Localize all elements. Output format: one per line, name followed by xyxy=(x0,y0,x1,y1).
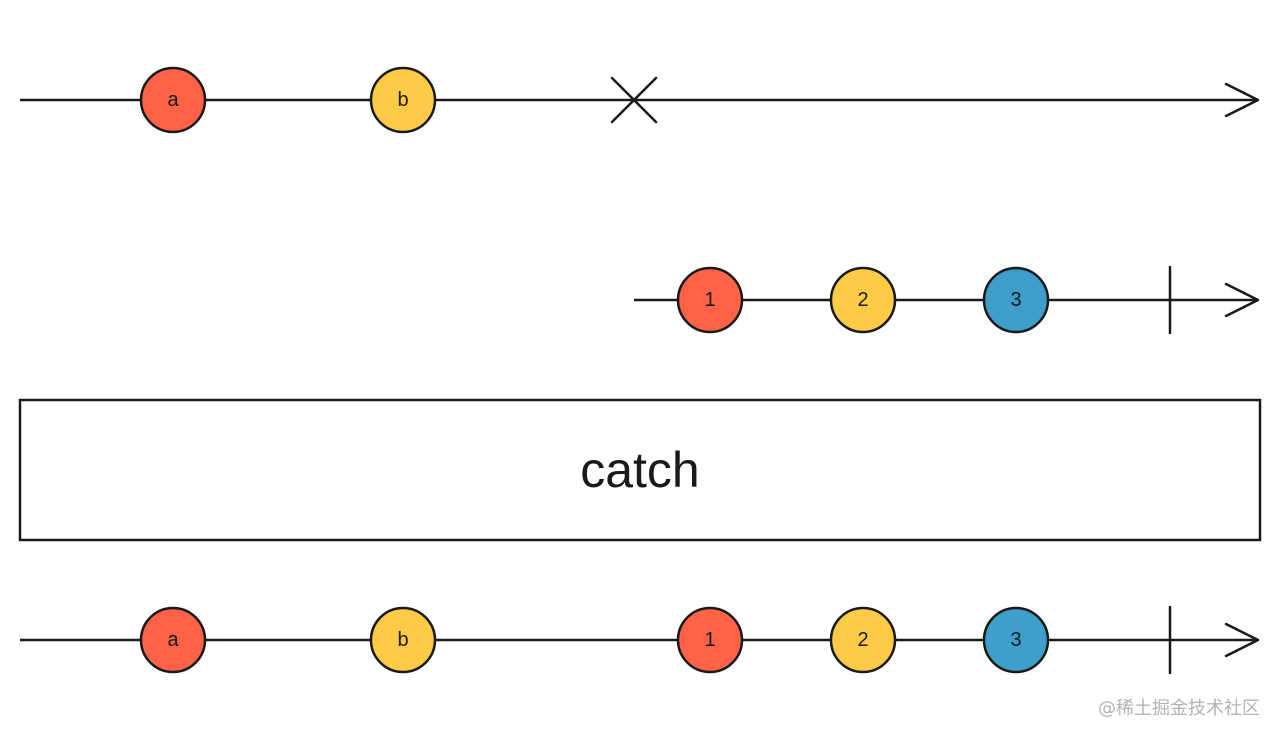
catch-marble-2-label: 2 xyxy=(857,289,868,311)
source-marble-a-circle xyxy=(139,66,207,134)
output-marble-2: 2 xyxy=(829,606,897,674)
source-marble-b: b xyxy=(369,66,437,134)
output-marble-a-circle xyxy=(139,606,207,674)
output-arrowhead xyxy=(1224,622,1260,658)
source-marble-b-circle xyxy=(369,66,437,134)
operator-box xyxy=(18,398,1262,542)
output-marble-2-label: 2 xyxy=(857,629,868,651)
output-marble-b-circle xyxy=(369,606,437,674)
output-marble-2-circle xyxy=(829,606,897,674)
output-marble-a-label: a xyxy=(167,629,179,651)
output-marble-1: 1 xyxy=(676,606,744,674)
source-arrowhead xyxy=(1224,82,1260,118)
catch-marble-3: 3 xyxy=(982,266,1050,334)
catch-marble-2: 2 xyxy=(829,266,897,334)
source-stream: a b xyxy=(20,66,1260,134)
catch-marble-2-circle xyxy=(829,266,897,334)
operator-label: catch xyxy=(580,442,700,498)
source-marble-b-label: b xyxy=(397,89,408,111)
source-error-x xyxy=(610,76,658,124)
output-stream: a b 1 2 3 xyxy=(20,605,1260,675)
source-marble-a-label: a xyxy=(167,89,179,111)
catch-arrowhead xyxy=(1224,282,1260,318)
output-marble-3-circle xyxy=(982,606,1050,674)
catch-marble-1-label: 1 xyxy=(704,289,715,311)
output-marble-3-label: 3 xyxy=(1010,629,1021,651)
operator: catch xyxy=(18,398,1262,542)
output-marble-b-label: b xyxy=(397,629,408,651)
catch-marble-1: 1 xyxy=(676,266,744,334)
watermark: @稀土掘金技术社区 xyxy=(1098,698,1260,719)
catch-marble-1-circle xyxy=(676,266,744,334)
catch-stream: 1 2 3 xyxy=(634,265,1260,335)
catch-marble-3-label: 3 xyxy=(1010,289,1021,311)
catch-marble-3-circle xyxy=(982,266,1050,334)
source-marble-a: a xyxy=(139,66,207,134)
output-marble-1-label: 1 xyxy=(704,629,715,651)
output-marble-3: 3 xyxy=(982,606,1050,674)
output-marble-1-circle xyxy=(676,606,744,674)
output-marble-a: a xyxy=(139,606,207,674)
output-marble-b: b xyxy=(369,606,437,674)
